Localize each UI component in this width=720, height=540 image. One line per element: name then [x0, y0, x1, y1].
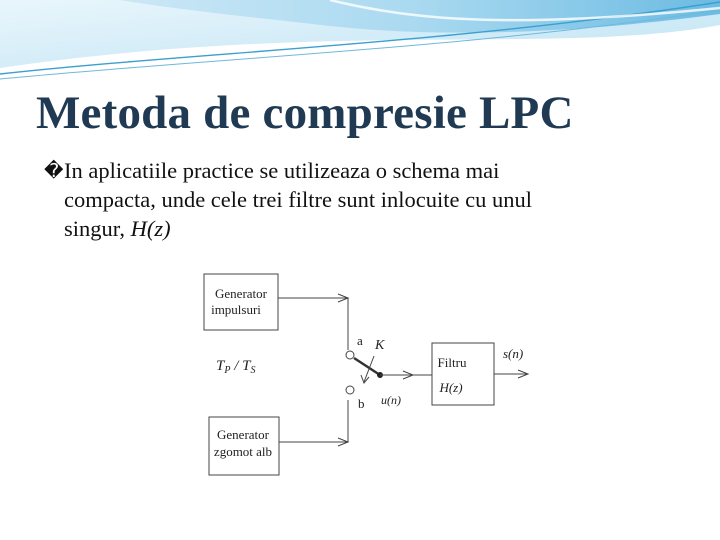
excitation-signal-label: u(n) [381, 393, 401, 407]
ts-subscript: S [250, 365, 255, 376]
header-wave-banner [0, 0, 720, 80]
filter-block [431, 342, 495, 406]
bullet-marker: � [44, 161, 64, 182]
switch-contact-b [345, 385, 355, 395]
banner-stroke-2 [0, 9, 720, 80]
ts-symbol: T [242, 358, 252, 374]
tp-symbol: T [216, 358, 226, 374]
switch-contact-a [345, 350, 355, 360]
noise-generator-label-2: zgomot alb [214, 444, 272, 459]
output-wire-arrow [517, 369, 530, 379]
switch-actuator-arrow [363, 355, 375, 383]
tp-subscript: P [223, 365, 230, 376]
switch-label-k: K [374, 338, 385, 353]
noise-wire [279, 400, 349, 443]
impulse-generator-block [203, 273, 279, 331]
excitation-wire-arrow [402, 370, 415, 380]
transfer-function-label: H(z) [130, 216, 171, 241]
impulse-wire [278, 297, 349, 350]
banner-stroke-3 [329, 0, 720, 22]
body-line-3-text: singur, [64, 216, 131, 241]
lpc-block-diagram: Generator impulsuri Generator zgomot alb… [203, 273, 530, 476]
impulse-generator-label-2: impulsuri [211, 302, 261, 317]
pitch-period-label: TP / TS [216, 358, 255, 376]
noise-generator-label-1: Generator [217, 427, 270, 442]
body-line-3: singur, H(z) [64, 214, 171, 243]
tp-ts-separator: / [230, 358, 242, 374]
body-line-1: In aplicatiile practice se utilizeaza o … [64, 158, 500, 183]
filter-label: Filtru [438, 355, 467, 370]
switch-arm [353, 356, 381, 377]
switch-label-b: b [358, 396, 365, 411]
slide-title: Metoda de compresie LPC [36, 87, 574, 139]
body-line-2: compacta, unde cele trei filtre sunt inl… [64, 187, 532, 212]
impulse-generator-label-1: Generator [215, 286, 268, 301]
output-signal-label: s(n) [503, 346, 523, 361]
impulse-wire-arrow [337, 293, 350, 303]
filter-transfer-function: H(z) [438, 380, 462, 395]
noise-generator-block [208, 416, 280, 476]
noise-wire-arrow [337, 437, 350, 447]
switch-actuator-arrowhead [360, 374, 370, 384]
switch-label-a: a [357, 333, 363, 348]
